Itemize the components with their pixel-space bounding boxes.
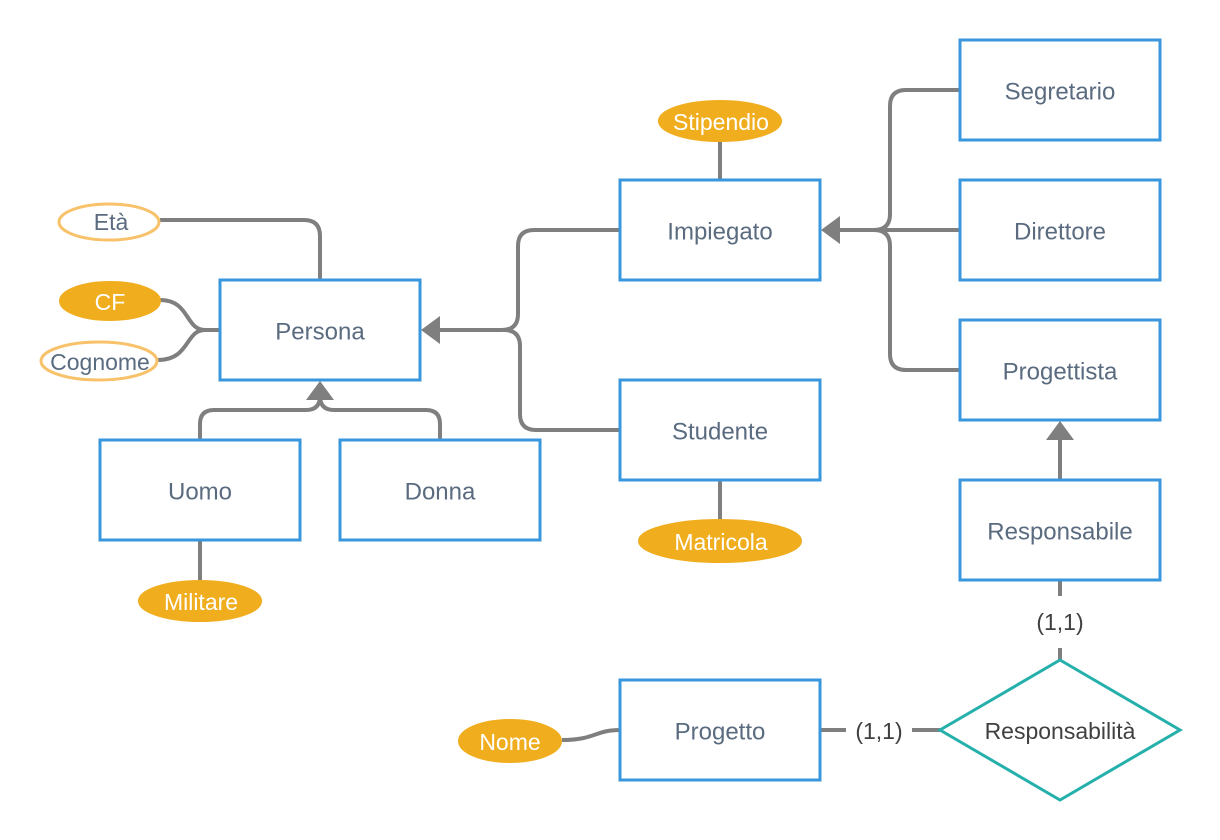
connector-segretario-impiegato <box>836 88 960 232</box>
attribute-label: CF <box>95 289 126 315</box>
generalization-arrow-impiegato <box>821 216 840 244</box>
relationship-label: Responsabilità <box>985 718 1136 744</box>
generalization-arrow-persona-right <box>421 316 440 344</box>
connector-eta-persona <box>160 218 322 280</box>
entity-responsabile[interactable]: Responsabile <box>958 478 1162 582</box>
connector-nome-progetto <box>561 728 621 742</box>
attribute-label: Nome <box>479 729 540 755</box>
entity-label: Persona <box>275 319 365 346</box>
connector-cognome-persona <box>157 328 206 362</box>
generalization-arrow-progettista <box>1046 421 1074 440</box>
relationship-responsabilita[interactable]: Responsabilità <box>937 658 1183 802</box>
entity-donna[interactable]: Donna <box>338 438 542 542</box>
entity-segretario[interactable]: Segretario <box>958 38 1162 142</box>
connector-uomo-persona <box>198 395 322 440</box>
attribute-label: Età <box>94 209 129 235</box>
attribute-stipendio[interactable]: Stipendio <box>658 100 782 142</box>
attribute-label: Matricola <box>674 529 768 555</box>
attribute-label: Militare <box>164 589 238 615</box>
entity-studente[interactable]: Studente <box>618 378 822 482</box>
entity-label: Uomo <box>168 479 232 506</box>
cardinality-responsabile: (1,1) <box>1036 609 1083 635</box>
entity-progetto[interactable]: Progetto <box>618 678 822 782</box>
attribute-label: Cognome <box>50 349 150 375</box>
entity-uomo[interactable]: Uomo <box>98 438 302 542</box>
attribute-label: Stipendio <box>673 109 769 135</box>
attribute-nome[interactable]: Nome <box>458 719 562 763</box>
connector-donna-persona <box>318 395 442 440</box>
entity-label: Progetto <box>675 719 766 746</box>
entity-label: Progettista <box>1003 359 1118 386</box>
attribute-militare[interactable]: Militare <box>138 580 262 622</box>
entity-direttore[interactable]: Direttore <box>958 178 1162 282</box>
connector-studente-persona <box>503 328 620 432</box>
entity-label: Studente <box>672 419 768 446</box>
entity-impiegato[interactable]: Impiegato <box>618 178 822 282</box>
entity-label: Segretario <box>1005 79 1116 106</box>
attribute-matricola[interactable]: Matricola <box>638 519 802 563</box>
connector-progettista-impiegato <box>873 228 960 372</box>
connector-impiegato-persona <box>436 228 620 332</box>
entity-progettista[interactable]: Progettista <box>958 318 1162 422</box>
attribute-cf[interactable]: CF <box>59 281 161 321</box>
attribute-eta[interactable]: Età <box>57 202 161 242</box>
attribute-cognome[interactable]: Cognome <box>39 340 159 382</box>
generalization-arrow-persona-bottom <box>306 381 334 400</box>
entity-label: Responsabile <box>987 519 1132 546</box>
cardinality-progetto: (1,1) <box>855 718 902 744</box>
entity-label: Donna <box>405 479 476 506</box>
connector-cf-persona <box>159 298 220 332</box>
entity-label: Impiegato <box>667 219 772 246</box>
entity-persona[interactable]: Persona <box>218 278 422 382</box>
entity-label: Direttore <box>1014 219 1106 246</box>
